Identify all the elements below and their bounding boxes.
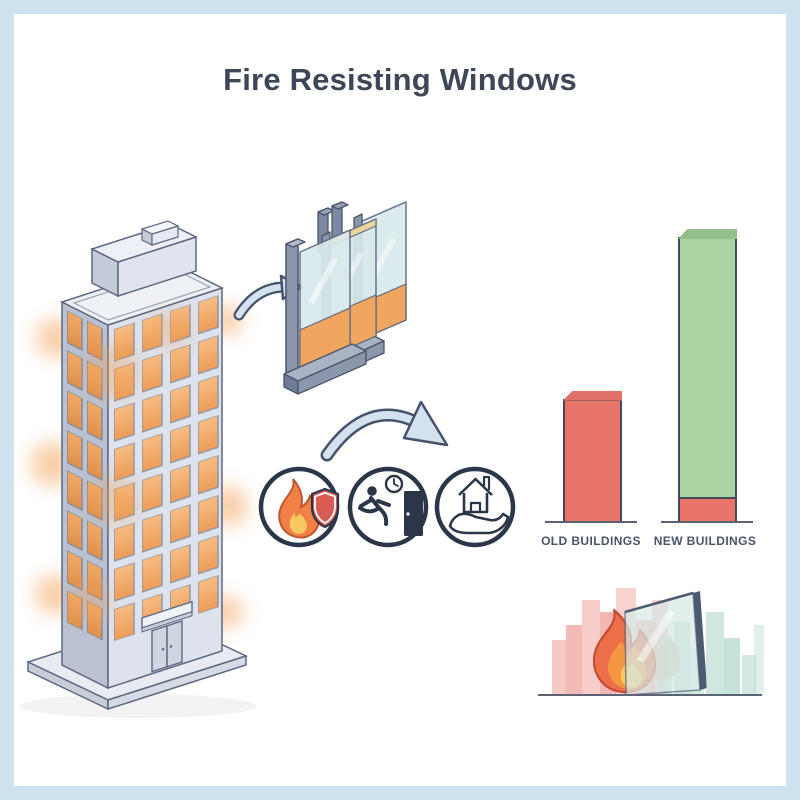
axis-baseline — [545, 521, 637, 523]
axis-baseline — [661, 521, 753, 523]
arrow-window-to-benefits — [320, 400, 449, 462]
protective-glass-pane — [624, 591, 707, 696]
bar-label-new-buildings: NEW BUILDINGS — [653, 534, 757, 548]
bar-segment-red — [680, 496, 735, 521]
house-glyph — [458, 475, 493, 514]
bar-segment-red — [565, 400, 620, 521]
frame-post — [285, 238, 299, 378]
page-title: Fire Resisting Windows — [223, 62, 577, 97]
entrance — [141, 600, 193, 673]
running-person-glyph — [358, 486, 391, 526]
building-shadow — [20, 694, 256, 718]
building-roof — [60, 220, 224, 326]
fire-window-cross-section — [283, 201, 407, 395]
bar-new-buildings — [678, 229, 737, 523]
glass-pane-front — [283, 229, 367, 395]
evacuation-time-icon — [347, 466, 429, 548]
door-left-panel — [151, 624, 168, 673]
hand-glyph — [448, 512, 510, 535]
burning-building-illustration — [20, 220, 256, 718]
right-face-windows — [114, 294, 219, 673]
home-protection-icon — [434, 466, 516, 548]
bar-segment-green — [680, 239, 735, 497]
bar-label-old-buildings: OLD BUILDINGS — [541, 534, 641, 548]
fire-barrier-illustration — [538, 588, 764, 696]
left-face-windows — [67, 310, 103, 641]
flame-inner — [289, 512, 307, 534]
fire-shield-icon — [258, 466, 340, 548]
bar-old-buildings — [563, 390, 622, 523]
bar-bevel — [678, 229, 737, 240]
door-right-panel — [166, 620, 183, 668]
exit-door-glyph — [404, 491, 423, 536]
bar-bevel — [563, 390, 622, 401]
facade-fire-glow — [70, 312, 188, 620]
protected-skyline — [706, 612, 764, 695]
